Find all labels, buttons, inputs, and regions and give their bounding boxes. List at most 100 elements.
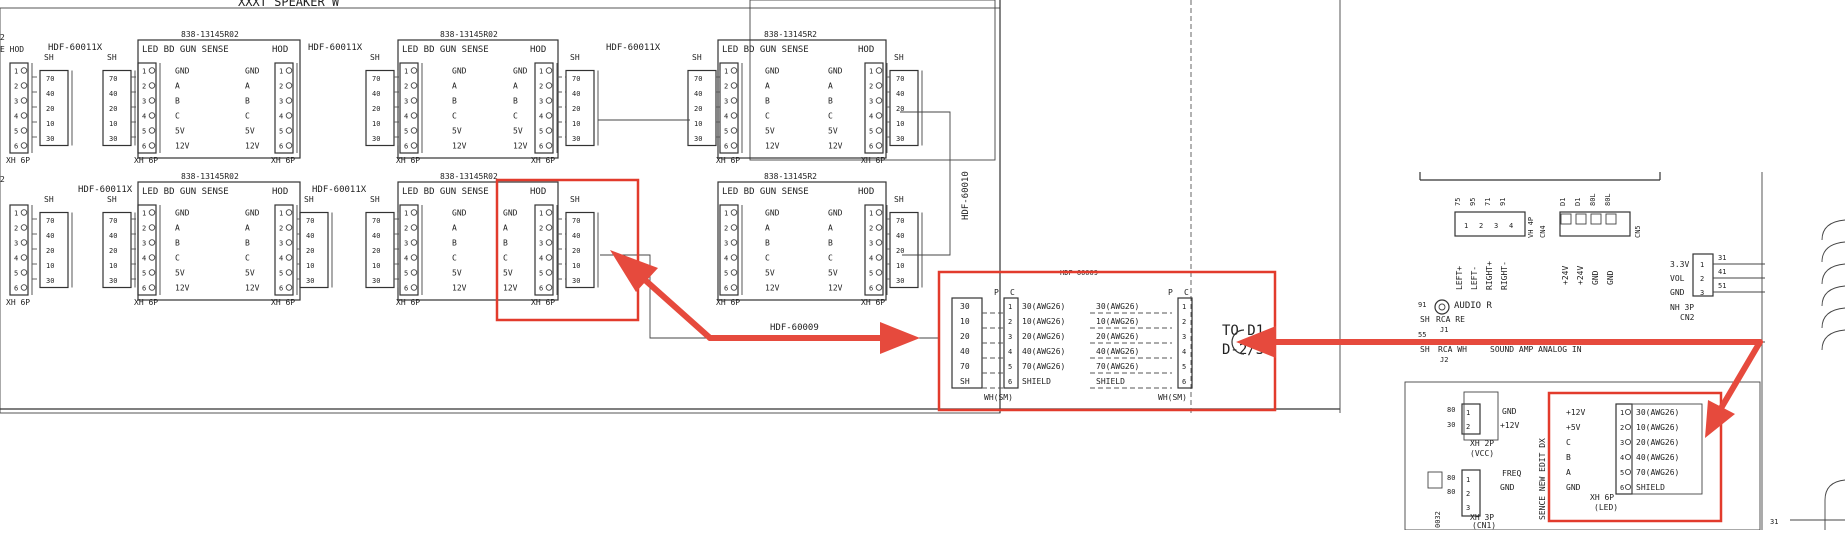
pin-circle bbox=[148, 82, 156, 89]
sh-value: 20 bbox=[306, 247, 314, 255]
vh4p-box-right bbox=[1559, 211, 1631, 237]
pin-num: 5 bbox=[1620, 469, 1624, 477]
connector-body bbox=[399, 62, 419, 154]
pin-number: 3 bbox=[869, 240, 873, 248]
vert-label-right: GND bbox=[1606, 270, 1615, 285]
pin-circle bbox=[730, 112, 738, 119]
pin-num: 2 bbox=[1700, 275, 1704, 283]
led-pin-circle bbox=[1624, 423, 1632, 431]
xh6p-led: XH 6P bbox=[1590, 493, 1614, 502]
pin-number: 5 bbox=[724, 128, 728, 136]
sense-label: GND bbox=[452, 67, 467, 76]
rca-jack-top-core bbox=[1438, 303, 1446, 311]
pin-circle bbox=[148, 224, 156, 231]
pc-pin: 2 bbox=[1008, 318, 1012, 326]
connector-type: XH 6P bbox=[134, 156, 158, 165]
connector-type: XH 6P bbox=[861, 298, 885, 307]
sense-label: C bbox=[828, 254, 833, 263]
connector-type: XH 6P bbox=[396, 156, 420, 165]
pin-number: 2 bbox=[404, 225, 408, 233]
sense-label: A bbox=[452, 224, 457, 233]
pin-number: 2 bbox=[142, 83, 146, 91]
pin-circle bbox=[285, 224, 293, 231]
pin-circle bbox=[148, 209, 156, 216]
sh-box bbox=[39, 211, 69, 289]
cable-code: HDF-60011X bbox=[48, 43, 103, 53]
sense-label: 5V bbox=[765, 269, 775, 278]
pin-circle bbox=[20, 269, 28, 276]
pin-number: 3 bbox=[14, 98, 18, 106]
pc-header-p: P bbox=[1168, 288, 1173, 297]
pc-pin: 6 bbox=[1182, 378, 1186, 386]
pc-header-c: C bbox=[1010, 288, 1015, 297]
pin-circle bbox=[285, 239, 293, 246]
vh4p-box-left bbox=[1454, 211, 1526, 237]
sh-value: 40 bbox=[572, 232, 580, 240]
pin-circle bbox=[285, 82, 293, 89]
pin-circle bbox=[410, 112, 418, 119]
top-header: XXXT SPEAKER W bbox=[238, 0, 340, 9]
pin-circle bbox=[545, 97, 553, 104]
pin-circle bbox=[148, 254, 156, 261]
sense-label: 12V bbox=[765, 284, 780, 293]
cable-code-mid: HDF-60009 bbox=[770, 323, 819, 333]
highlight-box-led bbox=[1547, 391, 1723, 523]
pin-number: 1 bbox=[279, 68, 283, 76]
cable-code: HDF-60011X bbox=[78, 185, 133, 195]
wire-code-left: 91 bbox=[1499, 198, 1507, 206]
sense-label: A bbox=[175, 224, 180, 233]
edge-bus-line bbox=[1821, 263, 1845, 285]
pin-circle bbox=[545, 239, 553, 246]
pin-number: 2 bbox=[14, 83, 18, 91]
sh-value: 40 bbox=[694, 90, 702, 98]
pin-number: 4 bbox=[404, 113, 408, 121]
wire-code-right: D1 bbox=[1559, 198, 1567, 206]
sh-box bbox=[299, 211, 329, 289]
arrow-to-sense bbox=[642, 277, 713, 341]
sh-value: 10 bbox=[372, 120, 380, 128]
pin-circle bbox=[148, 269, 156, 276]
cn2-label: CN2 bbox=[1680, 313, 1695, 322]
pin-circle bbox=[410, 269, 418, 276]
sh-value: 40 bbox=[109, 90, 117, 98]
led-power-label: A bbox=[1566, 468, 1571, 477]
sh-box bbox=[102, 69, 132, 147]
wh-sm: WH(SM) bbox=[984, 393, 1013, 402]
pin-circle bbox=[410, 142, 418, 149]
wire-code-right: 80L bbox=[1589, 193, 1597, 206]
led-awg-label: 20(AWG26) bbox=[1636, 438, 1679, 447]
code-55: 55 bbox=[1418, 331, 1426, 339]
pin-circle bbox=[875, 269, 883, 276]
connector-type: XH 6P bbox=[716, 298, 740, 307]
sense-label: B bbox=[513, 97, 518, 106]
awg-label: 30(AWG26) bbox=[1022, 302, 1065, 311]
pin-num: 2 bbox=[1466, 490, 1470, 498]
wire-code-right: 80L bbox=[1604, 193, 1612, 206]
pin-circle bbox=[730, 239, 738, 246]
power-label: VOL bbox=[1670, 274, 1685, 283]
led-awg-col bbox=[1631, 403, 1703, 495]
pin-circle bbox=[410, 67, 418, 74]
led-power-label: B bbox=[1566, 453, 1571, 462]
led-pin-circle bbox=[1624, 438, 1632, 446]
sh-value: 40 bbox=[109, 232, 117, 240]
pin-number: 5 bbox=[404, 128, 408, 136]
pc-left-label: 30 bbox=[960, 302, 970, 311]
sense-label: GND bbox=[245, 67, 260, 76]
board-hod: HOD bbox=[272, 187, 288, 197]
pin-num: 4 bbox=[1509, 222, 1513, 230]
pin-number: 4 bbox=[279, 113, 283, 121]
sh-value: 30 bbox=[896, 135, 904, 143]
cn2-box bbox=[1692, 253, 1714, 297]
pin-circle bbox=[20, 67, 28, 74]
to-arc bbox=[1231, 329, 1245, 355]
pin-number: 6 bbox=[404, 143, 408, 151]
sh-value: 10 bbox=[306, 262, 314, 270]
pc-pin: 1 bbox=[1008, 303, 1012, 311]
pin-circle bbox=[545, 142, 553, 149]
